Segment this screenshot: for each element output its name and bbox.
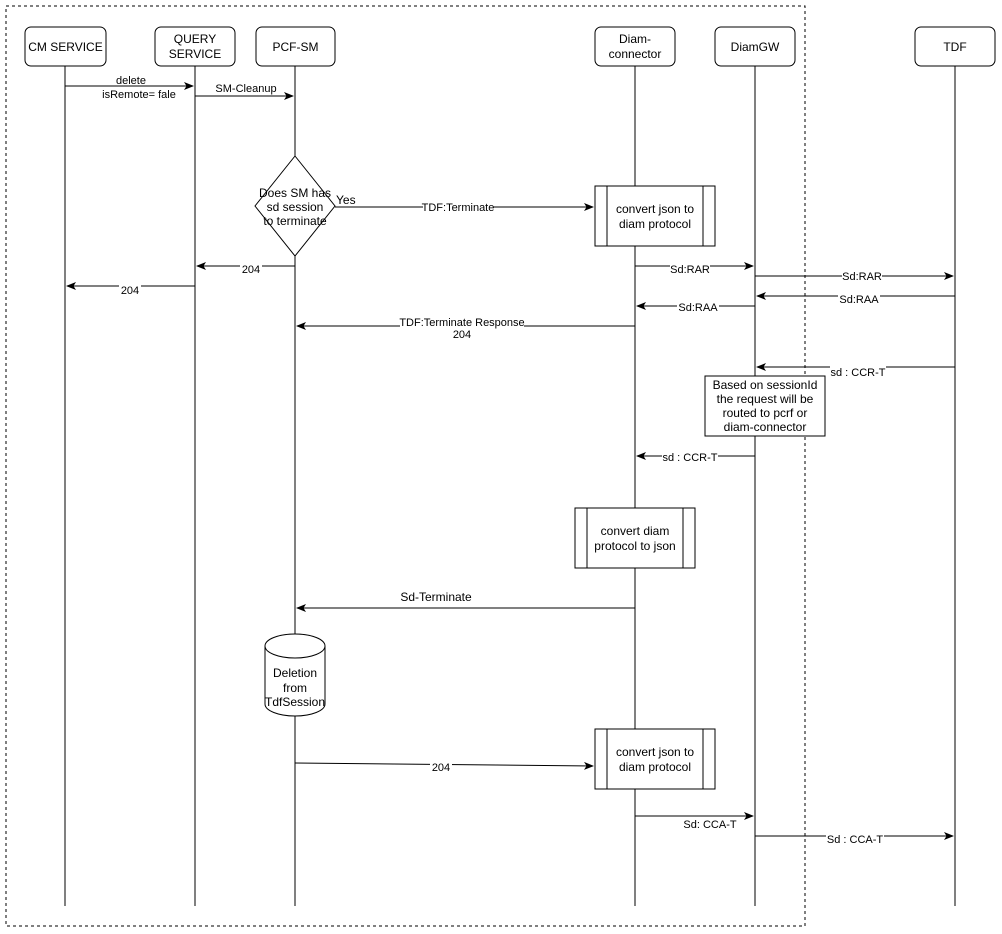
- msg-sm-cleanup: SM-Cleanup: [215, 83, 276, 95]
- participant-diam-connector[interactable]: Diam- connector: [594, 26, 676, 67]
- participant-label: connector: [609, 47, 662, 61]
- msg-204-pcf-query: 204: [242, 264, 260, 276]
- msg-delete: delete: [116, 75, 146, 87]
- note-label: Based on sessionId: [713, 378, 818, 392]
- participant-pcf-sm[interactable]: PCF-SM: [255, 26, 336, 67]
- decision-sd-session[interactable]: Does SM has sd session to terminate: [254, 155, 336, 257]
- participant-label: Diam-: [619, 32, 651, 46]
- note-session-routing[interactable]: Based on sessionId the request will be r…: [704, 375, 826, 437]
- msg-sd-ccrt-1: sd : CCR-T: [831, 367, 886, 379]
- participant-tdf[interactable]: TDF: [914, 26, 996, 67]
- msg-sd-raa-1: Sd:RAA: [839, 294, 879, 306]
- process-label: protocol to json: [594, 539, 675, 553]
- participant-label: CM SERVICE: [28, 40, 102, 54]
- msg-sd-ccat-2: Sd : CCA-T: [827, 834, 884, 846]
- process-convert-diam-to-json[interactable]: convert diam protocol to json: [574, 507, 696, 569]
- msg-sd-raa-2: Sd:RAA: [678, 302, 718, 314]
- note-label: diam-connector: [724, 420, 807, 434]
- lifelines: [64, 66, 956, 906]
- msg-204-query-cm: 204: [121, 285, 139, 297]
- participant-label: SERVICE: [169, 47, 221, 61]
- msg-sd-ccat-1: Sd: CCA-T: [683, 819, 736, 831]
- participant-label: PCF-SM: [273, 40, 319, 54]
- process-label: diam protocol: [619, 760, 691, 774]
- note-label: routed to pcrf or: [723, 406, 808, 420]
- process-convert-json-to-diam-1[interactable]: convert json to diam protocol: [594, 185, 716, 247]
- msg-tdf-terminate: TDF:Terminate: [422, 202, 495, 214]
- msg-204-pcf-conn: 204: [432, 762, 450, 774]
- msg-tdf-terminate-response-code: 204: [453, 329, 471, 341]
- database-label: from: [283, 681, 307, 695]
- system-boundary: [5, 5, 806, 927]
- msg-yes: Yes: [336, 193, 356, 207]
- msg-sd-terminate: Sd-Terminate: [400, 590, 472, 604]
- participant-cm-service[interactable]: CM SERVICE: [24, 26, 107, 67]
- decision-label: sd session: [267, 200, 324, 214]
- decision-label: to terminate: [263, 214, 327, 228]
- participant-label: TDF: [943, 40, 966, 54]
- process-convert-json-to-diam-2[interactable]: convert json to diam protocol: [594, 728, 716, 790]
- msg-delete-remote: isRemote= fale: [102, 89, 176, 101]
- msg-tdf-terminate-response: TDF:Terminate Response: [399, 317, 524, 329]
- process-label: convert json to: [616, 745, 694, 759]
- msg-sd-rar-1: Sd:RAR: [670, 264, 710, 276]
- database-tdf-session[interactable]: Deletion from TdfSession: [264, 633, 326, 717]
- database-label: TdfSession: [265, 695, 325, 709]
- process-label: convert json to: [616, 202, 694, 216]
- message-labels: delete isRemote= fale SM-Cleanup Yes TDF…: [102, 75, 886, 846]
- participant-label: DiamGW: [731, 40, 780, 54]
- note-label: the request will be: [717, 392, 814, 406]
- database-label: Deletion: [273, 666, 317, 680]
- participant-query-service[interactable]: QUERY SERVICE: [154, 26, 236, 67]
- msg-sd-ccrt-2: sd : CCR-T: [663, 452, 718, 464]
- msg-sd-rar-2: Sd:RAR: [842, 271, 882, 283]
- messages: [65, 82, 955, 840]
- process-label: diam protocol: [619, 217, 691, 231]
- participant-label: QUERY: [174, 32, 216, 46]
- decision-label: Does SM has: [259, 186, 331, 200]
- participant-diamgw[interactable]: DiamGW: [714, 26, 796, 67]
- process-label: convert diam: [601, 524, 670, 538]
